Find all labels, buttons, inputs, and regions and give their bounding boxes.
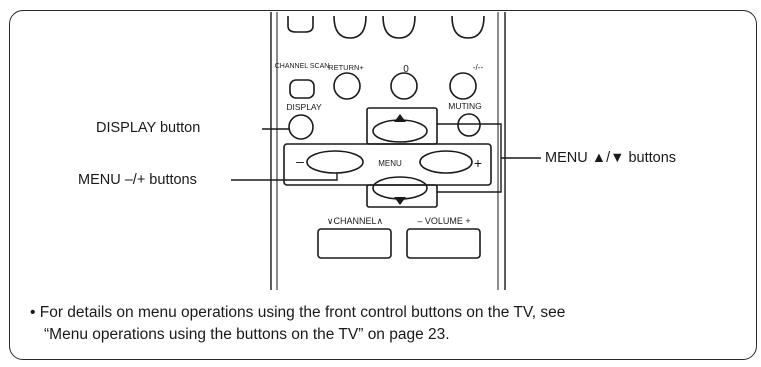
menu-minus-plus-callout: MENU –/+ buttons [78,172,197,188]
top-left-button [287,16,314,33]
volume-button [406,228,481,259]
channel-scan-button [289,79,315,99]
bullet: • [30,304,36,321]
footnote-line-2: “Menu operations using the buttons on th… [44,326,450,343]
menu-plus-button [419,150,473,174]
top-mid-button-2 [382,15,416,39]
figure-frame [9,10,757,360]
display-button-callout: DISPLAY button [96,120,201,136]
plus-label: + [474,155,482,171]
channel-scan-label: CHANNEL SCAN [275,63,330,70]
footnote-line-1: • For details on menu operations using t… [30,304,566,321]
dash-dash-label: -/-- [473,63,484,72]
muting-button [457,113,481,137]
menu-up-button [372,119,428,143]
menu-down-button [372,176,428,200]
dash-dash-button [449,72,477,100]
menu-up-box [366,107,438,145]
channel-label: ∨CHANNEL∧ [327,216,383,226]
display-button [288,114,314,140]
menu-up-down-callout: MENU ▲/▼ buttons [545,150,677,166]
menu-down-arrow [394,197,406,205]
zero-button [390,72,418,100]
channel-button [317,228,392,259]
return-plus-button [333,72,361,100]
top-mid-button-1 [333,15,367,39]
menu-down-box [366,184,438,208]
menu-up-arrow [394,114,406,122]
footnote: • For details on menu operations using t… [30,302,565,346]
muting-label: MUTING [448,101,482,111]
menu-label: MENU [378,159,402,168]
volume-label: – VOLUME + [417,216,470,226]
menu-minus-button [306,150,364,174]
display-label: DISPLAY [286,102,322,112]
return-plus-label: RETURN+ [328,63,364,72]
zero-label: 0 [403,64,409,75]
minus-label: – [296,153,304,169]
menu-minus-plus-leader-line [231,173,338,181]
top-right-button [451,15,485,39]
